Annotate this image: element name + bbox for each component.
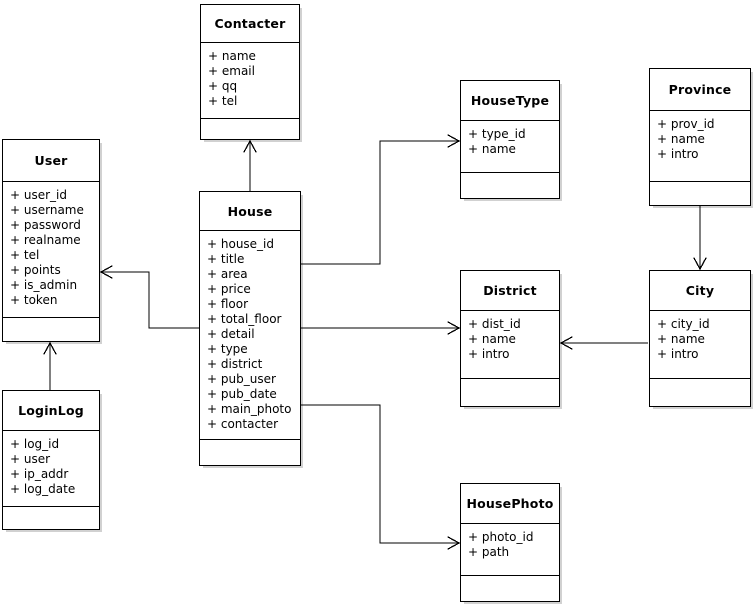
attribute-row: + main_photo [207, 402, 292, 416]
attribute-row: + detail [207, 327, 255, 341]
class-box-district[interactable]: District+ dist_id+ name+ intro [460, 270, 560, 407]
class-attributes-city: + city_id+ name+ intro [650, 311, 750, 379]
attribute-row: + prov_id [657, 117, 715, 131]
attribute-row: + city_id [657, 317, 710, 331]
class-attributes-loginlog: + log_id+ user+ ip_addr+ log_date [3, 431, 99, 507]
attribute-row: + district [207, 357, 263, 371]
attribute-row: + tel [208, 94, 238, 108]
attribute-row: + token [10, 293, 58, 307]
connector-city-to-district [559, 336, 648, 350]
class-attributes-province: + prov_id+ name+ intro [650, 111, 750, 182]
class-attributes-user: + user_id+ username+ password+ realname+… [3, 182, 99, 318]
class-attributes-house: + house_id+ title+ area+ price+ floor+ t… [200, 231, 300, 440]
attribute-row: + pub_date [207, 387, 277, 401]
class-box-loginlog[interactable]: LoginLog+ log_id+ user+ ip_addr+ log_dat… [2, 390, 100, 530]
attribute-row: + path [468, 545, 510, 559]
attribute-row: + log_id [10, 437, 60, 451]
class-name-contacter: Contacter [201, 5, 299, 43]
attribute-row: + title [207, 252, 245, 266]
attribute-row: + type_id [468, 127, 526, 141]
attribute-row: + password [10, 218, 81, 232]
attribute-row: + user_id [10, 188, 67, 202]
class-box-contacter[interactable]: Contacter+ name+ email+ qq+ tel [200, 4, 300, 140]
connector-province-to-city [693, 206, 707, 271]
class-name-district: District [461, 271, 559, 311]
class-operations-housephoto [461, 576, 559, 603]
attribute-row: + dist_id [468, 317, 521, 331]
attribute-row: + realname [10, 233, 81, 247]
attribute-row: + name [208, 49, 256, 63]
class-operations-province [650, 182, 750, 207]
attribute-row: + intro [657, 347, 699, 361]
connector-house-to-user [99, 265, 199, 329]
attribute-row: + photo_id [468, 530, 534, 544]
attribute-row: + email [208, 64, 255, 78]
attribute-row: + name [657, 332, 705, 346]
attribute-row: + intro [657, 147, 699, 161]
class-operations-house [200, 440, 300, 467]
attribute-row: + name [657, 132, 705, 146]
attribute-row: + name [468, 332, 516, 346]
class-box-house[interactable]: House+ house_id+ title+ area+ price+ flo… [199, 191, 301, 466]
attribute-row: + contacter [207, 417, 279, 431]
attribute-row: + type [207, 342, 248, 356]
connector-house-to-housephoto [301, 404, 461, 550]
attribute-row: + area [207, 267, 248, 281]
class-operations-housetype [461, 173, 559, 200]
attribute-row: + points [10, 263, 61, 277]
class-box-user[interactable]: User+ user_id+ username+ password+ realn… [2, 139, 100, 342]
attribute-row: + qq [208, 79, 238, 93]
connector-house-to-contacter [243, 139, 257, 191]
attribute-row: + ip_addr [10, 467, 69, 481]
attribute-row: + user [10, 452, 51, 466]
class-name-housetype: HouseType [461, 81, 559, 121]
class-operations-user [3, 318, 99, 343]
attribute-row: + username [10, 203, 84, 217]
class-name-housephoto: HousePhoto [461, 484, 559, 524]
attribute-row: + pub_user [207, 372, 276, 386]
class-box-city[interactable]: City+ city_id+ name+ intro [649, 270, 751, 407]
class-box-housephoto[interactable]: HousePhoto+ photo_id+ path [460, 483, 560, 602]
attribute-row: + price [207, 282, 251, 296]
class-name-house: House [200, 192, 300, 231]
class-attributes-housetype: + type_id+ name [461, 121, 559, 173]
attribute-row: + total_floor [207, 312, 282, 326]
attribute-row: + log_date [10, 482, 76, 496]
class-operations-contacter [201, 119, 299, 141]
connector-loginlog-to-user [43, 341, 57, 390]
attribute-row: + tel [10, 248, 40, 262]
attribute-row: + house_id [207, 237, 275, 251]
class-attributes-housephoto: + photo_id+ path [461, 524, 559, 576]
class-operations-city [650, 379, 750, 408]
connector-house-to-district [301, 321, 461, 335]
class-attributes-contacter: + name+ email+ qq+ tel [201, 43, 299, 119]
class-operations-district [461, 379, 559, 408]
class-box-housetype[interactable]: HouseType+ type_id+ name [460, 80, 560, 199]
class-attributes-district: + dist_id+ name+ intro [461, 311, 559, 379]
attribute-row: + name [468, 142, 516, 156]
class-operations-loginlog [3, 507, 99, 531]
attribute-row: + intro [468, 347, 510, 361]
attribute-row: + is_admin [10, 278, 78, 292]
class-name-city: City [650, 271, 750, 311]
class-box-province[interactable]: Province+ prov_id+ name+ intro [649, 68, 751, 206]
class-name-user: User [3, 140, 99, 182]
connector-house-to-housetype [301, 134, 461, 265]
class-name-loginlog: LoginLog [3, 391, 99, 431]
class-name-province: Province [650, 69, 750, 111]
attribute-row: + floor [207, 297, 249, 311]
